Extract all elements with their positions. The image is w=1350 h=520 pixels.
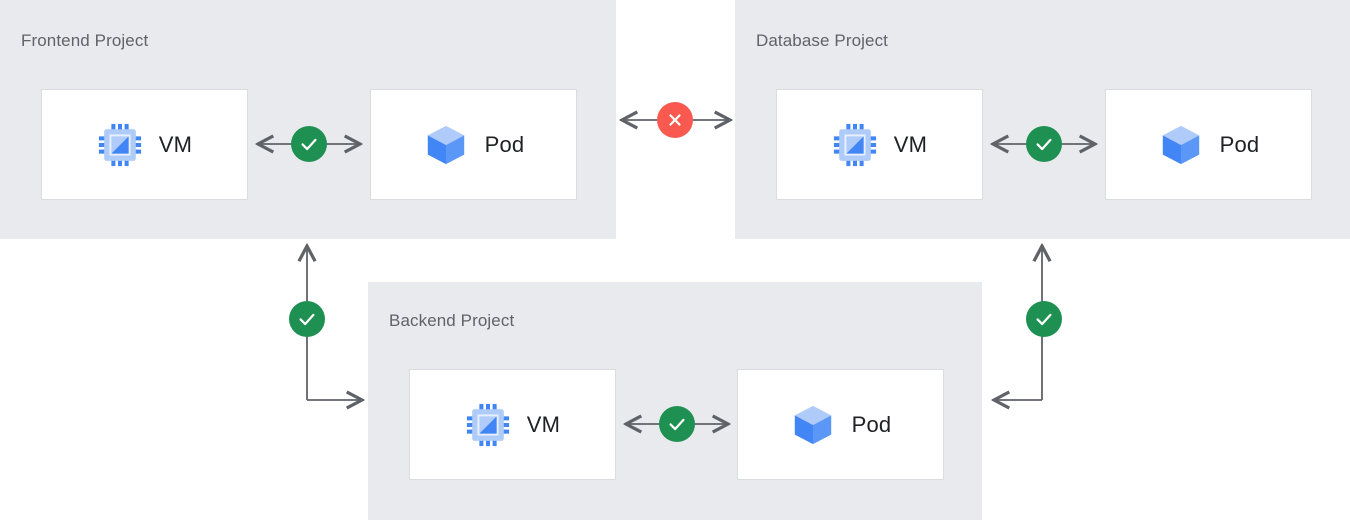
cpu-chip-icon xyxy=(97,122,143,168)
close-icon xyxy=(669,114,681,126)
check-icon xyxy=(1036,313,1052,326)
cube-icon xyxy=(423,122,469,168)
card-label-database-vm: VM xyxy=(893,131,928,157)
check-icon xyxy=(301,138,317,151)
cube-icon xyxy=(790,402,836,448)
card-frontend-pod[interactable]: Pod xyxy=(370,89,577,200)
panel-title-frontend: Frontend Project xyxy=(21,31,149,50)
card-database-pod[interactable]: Pod xyxy=(1105,89,1312,200)
card-backend-pod[interactable]: Pod xyxy=(737,369,944,480)
card-label-frontend-vm: VM xyxy=(158,131,193,157)
card-label-backend-vm: VM xyxy=(526,411,561,437)
status-badge-frontend-database[interactable] xyxy=(657,102,693,138)
panel-title-backend: Backend Project xyxy=(389,311,515,330)
check-icon xyxy=(299,313,315,326)
card-label-frontend-pod: Pod xyxy=(484,131,525,157)
status-badge-database-internal[interactable] xyxy=(1026,126,1062,162)
check-icon xyxy=(1036,138,1052,151)
check-icon xyxy=(669,418,685,431)
cpu-chip-icon xyxy=(465,402,511,448)
status-badge-frontend-backend[interactable] xyxy=(289,301,325,337)
status-badge-database-backend[interactable] xyxy=(1026,301,1062,337)
card-frontend-vm[interactable]: VM xyxy=(41,89,248,200)
card-label-database-pod: Pod xyxy=(1219,131,1260,157)
cube-icon xyxy=(1158,122,1204,168)
panel-title-database: Database Project xyxy=(756,31,889,50)
card-backend-vm[interactable]: VM xyxy=(409,369,616,480)
status-badge-backend-internal[interactable] xyxy=(659,406,695,442)
card-database-vm[interactable]: VM xyxy=(776,89,983,200)
cpu-chip-icon xyxy=(832,122,878,168)
card-label-backend-pod: Pod xyxy=(851,411,892,437)
status-badge-frontend-internal[interactable] xyxy=(291,126,327,162)
